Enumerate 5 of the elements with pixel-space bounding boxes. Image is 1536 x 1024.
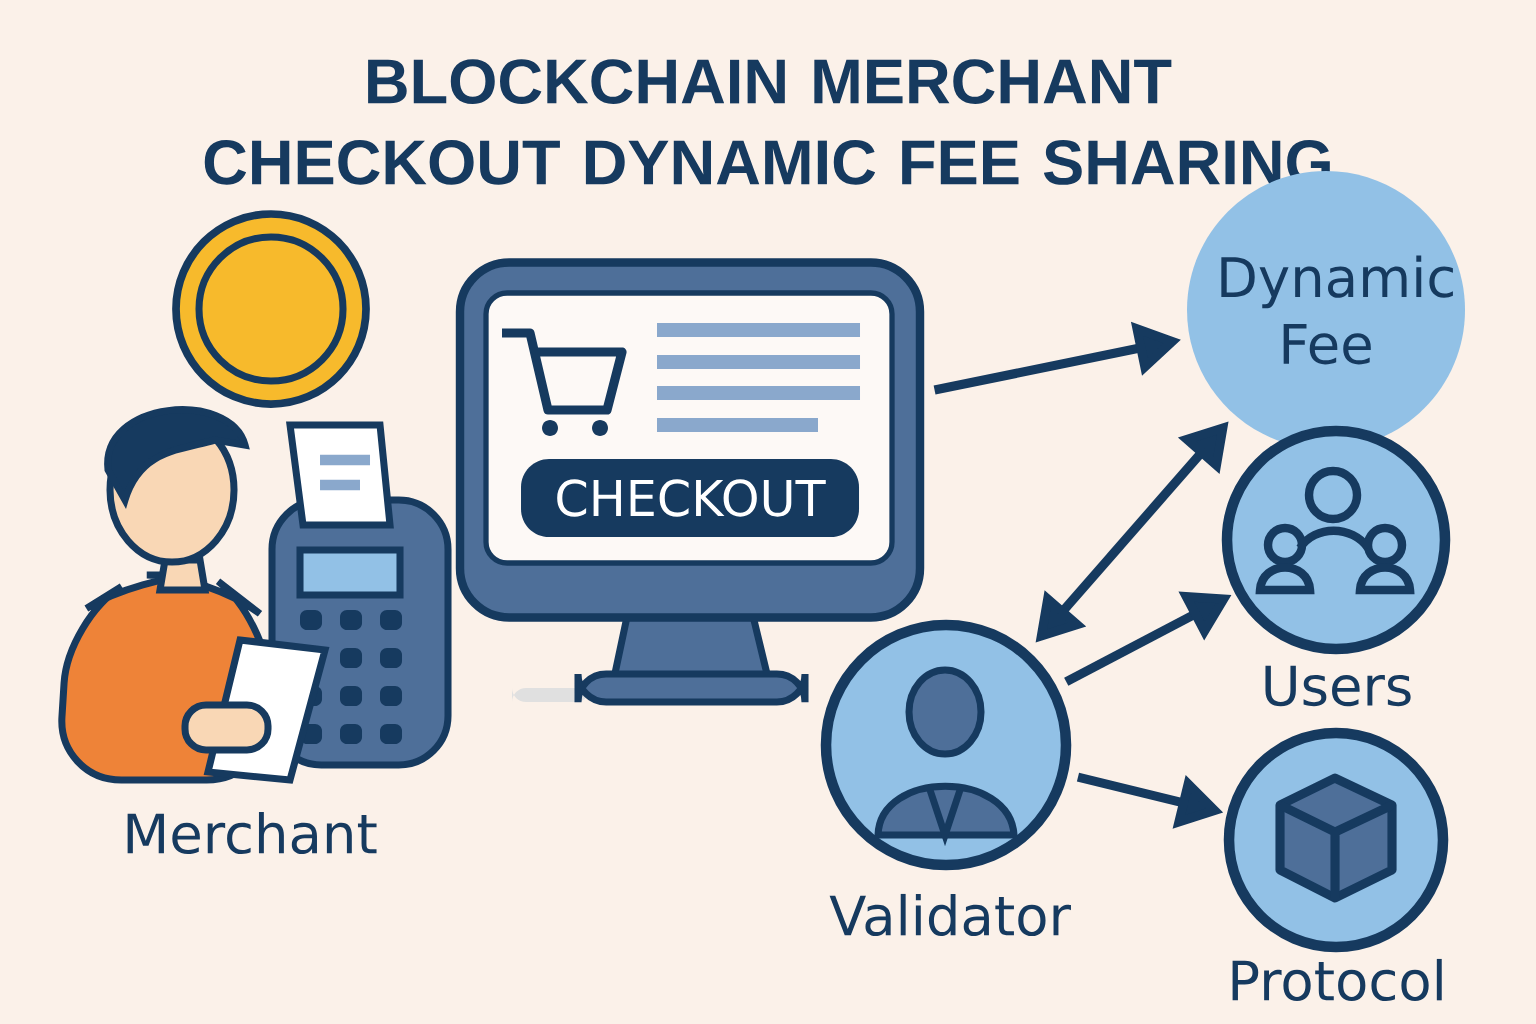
node-label: Validator [829,893,1071,937]
caption-label: Merchant [127,811,377,855]
node-label: Protocol [1232,958,1442,1002]
monitor-screen: CHECKOUT [455,258,925,706]
node-label: Users [1265,665,1411,707]
